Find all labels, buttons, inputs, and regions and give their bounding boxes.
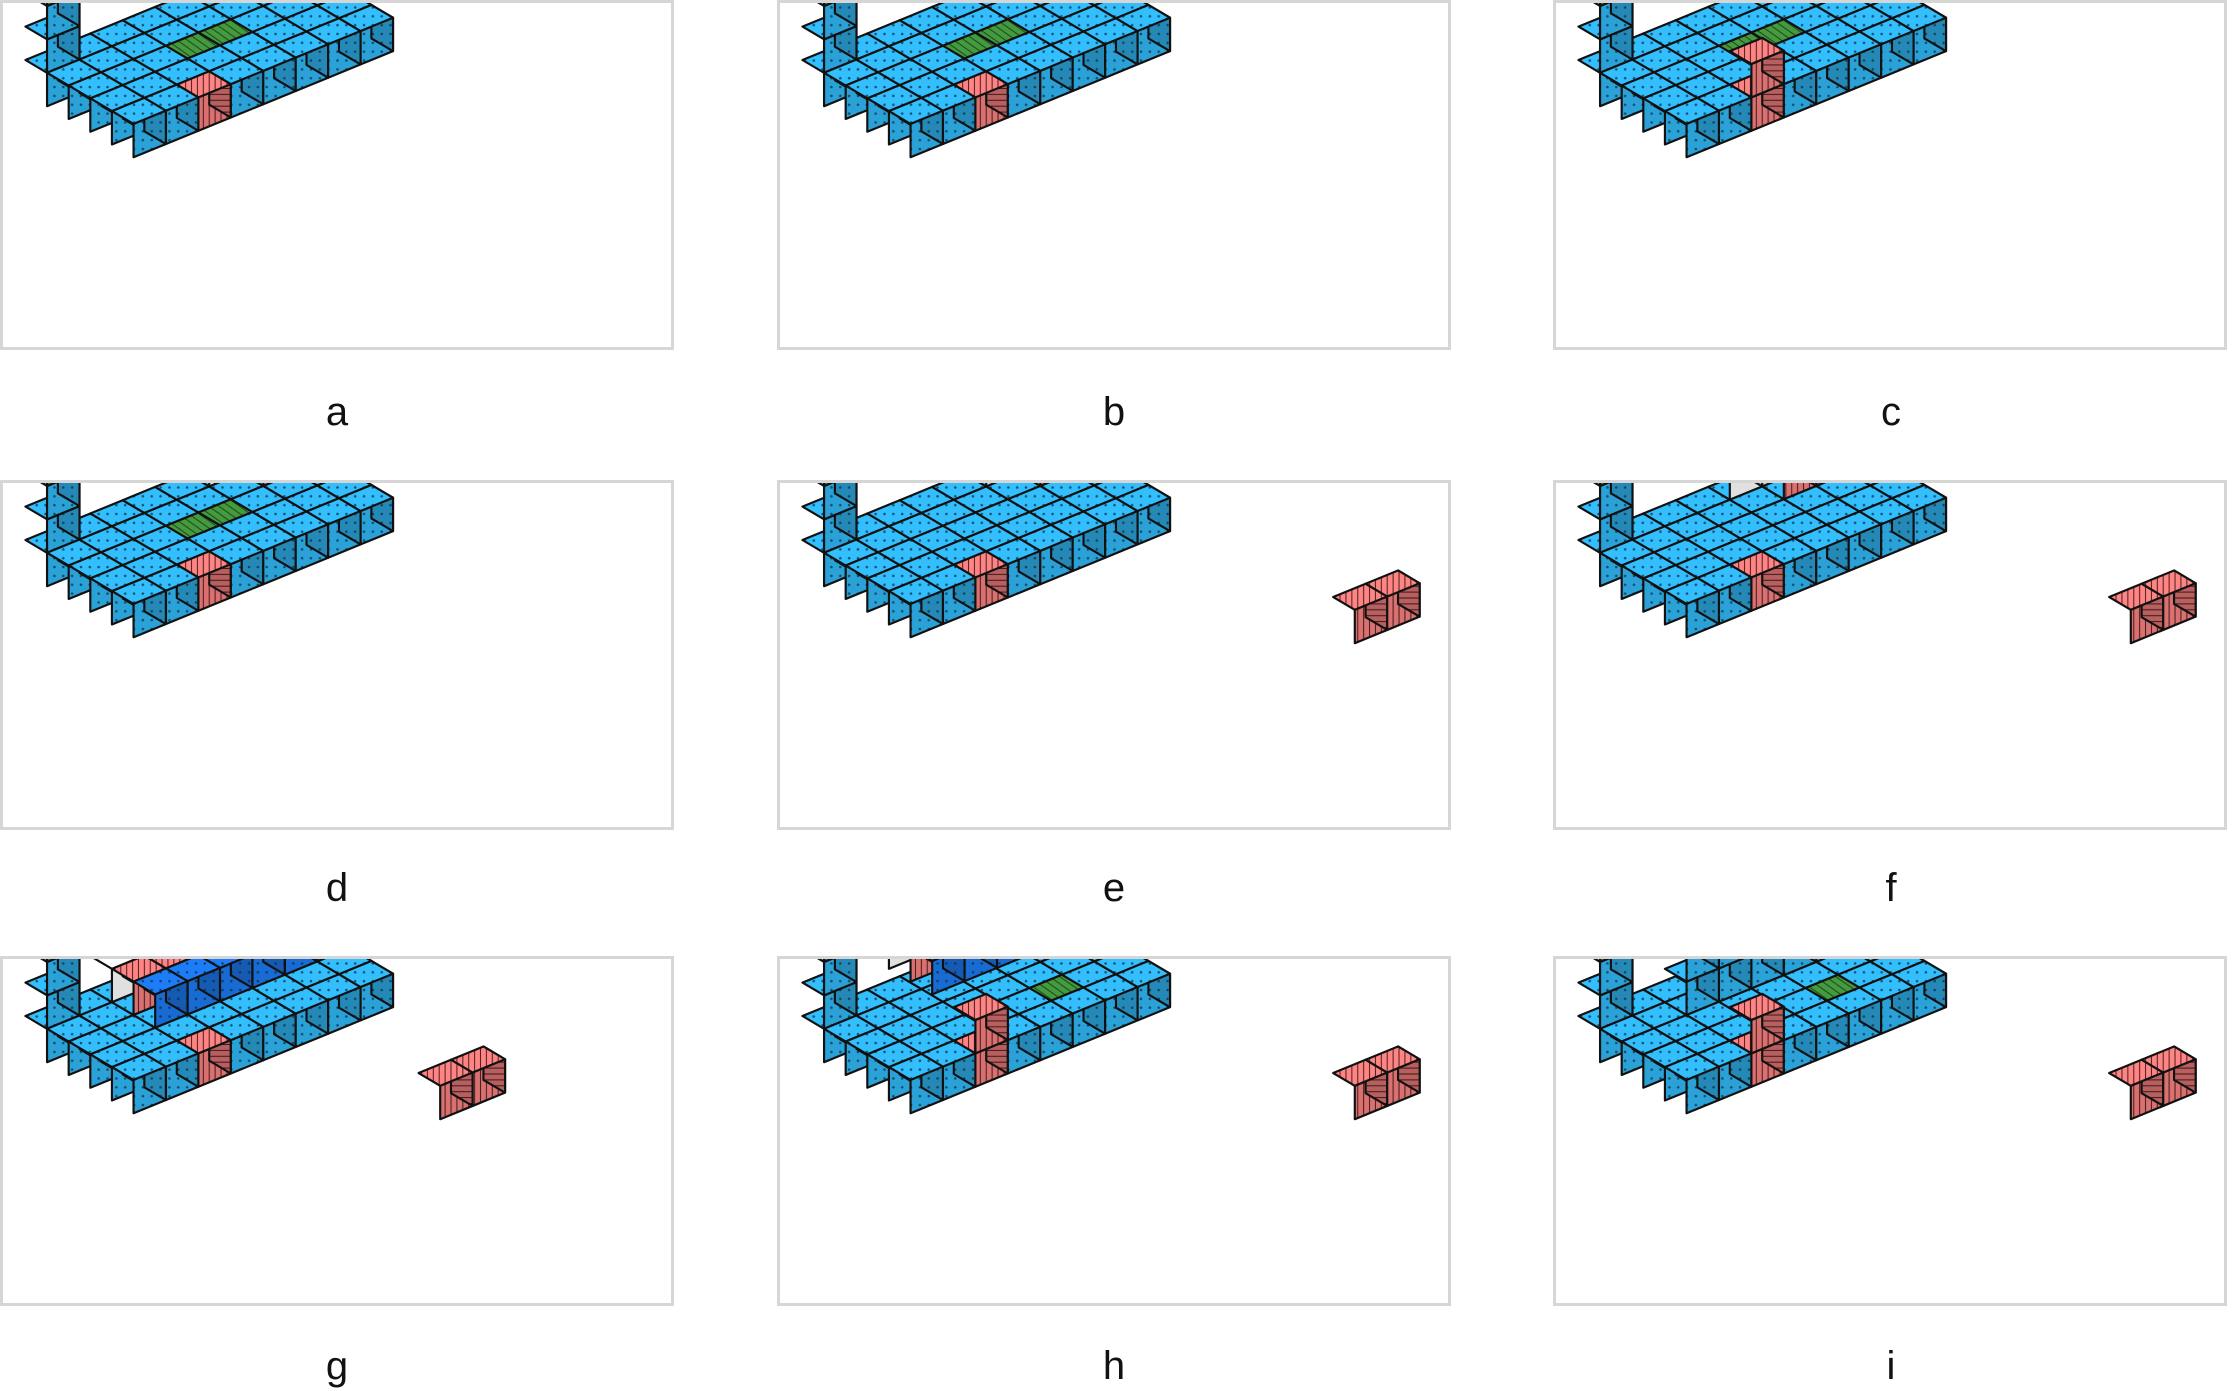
panel-d: [0, 480, 674, 830]
panel-g: [0, 956, 674, 1306]
panel-a: [0, 0, 674, 350]
caption-i: i: [1886, 1344, 1896, 1388]
caption-e: e: [1102, 866, 1126, 910]
scene-d: [24, 483, 395, 639]
scene-f: [1577, 483, 2197, 645]
panel-b: [777, 0, 1451, 350]
caption-h: h: [1102, 1344, 1126, 1388]
panel-h: [777, 956, 1451, 1306]
panel-i: [1553, 956, 2227, 1306]
caption-g: g: [325, 1344, 349, 1388]
scene-c: [1577, 3, 1948, 159]
panel-e: [777, 480, 1451, 830]
caption-f: f: [1885, 866, 1897, 910]
caption-b: b: [1102, 390, 1126, 434]
panel-c: [1553, 0, 2227, 350]
caption-d: d: [325, 866, 349, 910]
scene-b: [801, 3, 1172, 159]
caption-a: a: [325, 390, 349, 434]
scene-e: [801, 483, 1421, 645]
panel-f: [1553, 480, 2227, 830]
caption-c: c: [1881, 390, 1901, 434]
scene-i: [1577, 959, 2197, 1121]
scene-h: [801, 959, 1421, 1121]
scene-g: [24, 959, 507, 1121]
scene-a: [24, 3, 395, 159]
